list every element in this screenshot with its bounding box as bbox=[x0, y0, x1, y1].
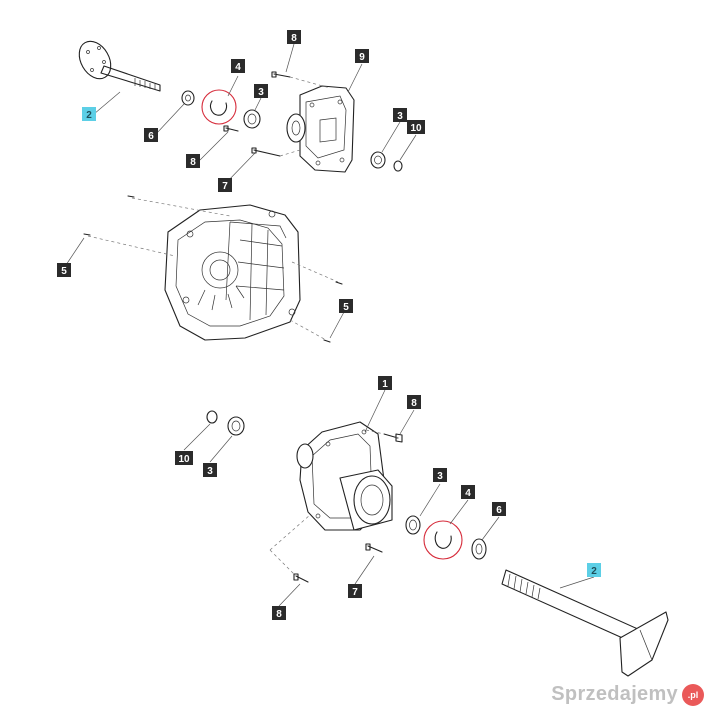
callout-7-top: 7 bbox=[218, 178, 232, 192]
housing-cover-bottom bbox=[296, 421, 393, 531]
callout-5-a: 5 bbox=[57, 263, 71, 277]
seal-bottom-left bbox=[227, 416, 245, 436]
callout-text: 7 bbox=[352, 587, 358, 598]
callout-text: 4 bbox=[465, 488, 471, 499]
bolt-top-b bbox=[223, 125, 239, 132]
dowel-pin-a bbox=[127, 195, 135, 198]
stud-bottom bbox=[365, 543, 383, 553]
gearbox-main-housing bbox=[164, 204, 301, 341]
callout-text: 2 bbox=[591, 566, 597, 577]
callout-text: 5 bbox=[343, 302, 349, 313]
callout-3-bottom-b: 3 bbox=[433, 468, 447, 482]
callout-text: 10 bbox=[178, 454, 190, 465]
callout-3-bottom-a: 3 bbox=[203, 463, 217, 477]
callout-text: 4 bbox=[235, 62, 241, 73]
callout-2-top: 2 bbox=[82, 107, 96, 121]
callout-text: 10 bbox=[410, 123, 422, 134]
callout-2-bottom: 2 bbox=[587, 563, 601, 577]
callout-text: 6 bbox=[148, 131, 154, 142]
callout-6-top: 6 bbox=[144, 128, 158, 142]
callout-5-b: 5 bbox=[339, 299, 353, 313]
callout-text: 3 bbox=[397, 111, 403, 122]
callout-8-bottom-b: 8 bbox=[272, 606, 286, 620]
watermark-text: Sprzedajemy bbox=[551, 683, 678, 705]
washer-top bbox=[181, 90, 195, 106]
callout-text: 5 bbox=[61, 266, 67, 277]
dowel-pin-b bbox=[83, 233, 91, 236]
callout-text: 6 bbox=[496, 505, 502, 516]
callout-8-top-b: 8 bbox=[186, 154, 200, 168]
watermark: Sprzedajemy .pl bbox=[551, 683, 704, 706]
callout-text: 8 bbox=[190, 157, 196, 168]
callout-text: 8 bbox=[411, 398, 417, 409]
circlip-highlight-bottom bbox=[423, 520, 463, 560]
callout-6-bottom: 6 bbox=[492, 502, 506, 516]
callout-text: 3 bbox=[258, 87, 264, 98]
watermark-badge: .pl bbox=[682, 683, 704, 706]
bolt-bottom-a bbox=[383, 433, 403, 443]
circlip-bottom bbox=[434, 531, 452, 549]
callout-text: 1 bbox=[382, 379, 388, 390]
seal-bottom-right bbox=[405, 515, 421, 535]
callout-10-top: 10 bbox=[407, 120, 425, 134]
callout-text: 3 bbox=[207, 466, 213, 477]
bolt-top-a bbox=[271, 71, 291, 78]
callout-8-bottom-a: 8 bbox=[407, 395, 421, 409]
callout-8-top-a: 8 bbox=[287, 30, 301, 44]
circlip-top bbox=[209, 100, 228, 116]
seal-top-left bbox=[243, 109, 261, 129]
circlip-highlight-top bbox=[201, 89, 237, 125]
callout-4-top: 4 bbox=[231, 59, 245, 73]
seal-top-right bbox=[370, 151, 386, 169]
washer-bottom bbox=[471, 538, 487, 560]
bolt-bottom-b bbox=[293, 573, 309, 583]
callout-text: 8 bbox=[276, 609, 282, 620]
ring-bottom bbox=[206, 410, 218, 424]
callout-3-top-a: 3 bbox=[254, 84, 268, 98]
callout-1: 1 bbox=[378, 376, 392, 390]
axle-shaft-bottom bbox=[501, 569, 669, 677]
callout-text: 8 bbox=[291, 33, 297, 44]
callout-text: 3 bbox=[437, 471, 443, 482]
leader-lines bbox=[63, 43, 595, 607]
dowel-pin-d bbox=[323, 339, 331, 343]
callout-4-bottom: 4 bbox=[461, 485, 475, 499]
callout-3-top-b: 3 bbox=[393, 108, 407, 122]
housing-cover bbox=[286, 85, 355, 173]
callout-9: 9 bbox=[355, 49, 369, 63]
callout-10-bottom: 10 bbox=[175, 451, 193, 465]
dowel-pin-c bbox=[335, 281, 343, 285]
callout-7-bottom: 7 bbox=[348, 584, 362, 598]
axle-shaft-top bbox=[78, 40, 161, 92]
stud-top bbox=[251, 147, 281, 157]
callout-text: 7 bbox=[222, 181, 228, 192]
callout-text: 9 bbox=[359, 52, 365, 63]
callout-text: 2 bbox=[86, 110, 92, 121]
ring-top bbox=[393, 160, 403, 172]
